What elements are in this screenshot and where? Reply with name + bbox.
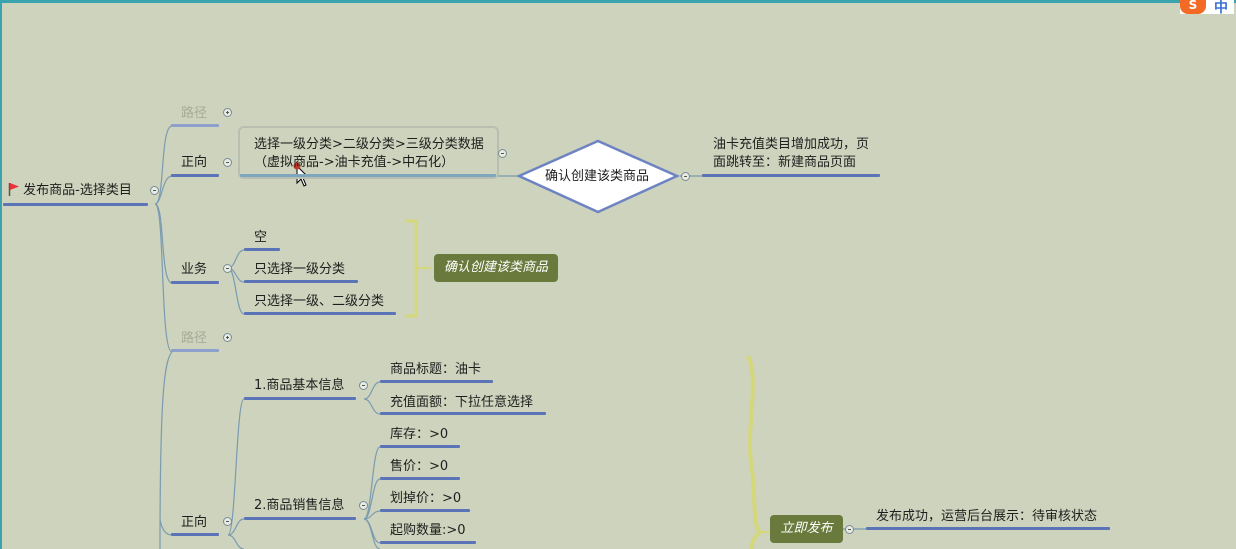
result-line-2[interactable]: 面跳转至：新建商品页面 bbox=[713, 155, 857, 170]
branch2-forward-collapse-toggle[interactable] bbox=[223, 517, 232, 526]
forward-step-line-1[interactable]: 选择一级分类>二级分类>三级分类数据 bbox=[254, 137, 484, 152]
group2-item-min-qty[interactable]: 起购数量:>0 bbox=[390, 523, 466, 538]
group1-item-underline bbox=[380, 412, 546, 415]
group1-collapse-toggle[interactable] bbox=[359, 381, 368, 390]
business-item-underline bbox=[244, 312, 396, 315]
flag-icon bbox=[8, 183, 19, 196]
branch2-forward-node[interactable]: 正向 bbox=[181, 515, 208, 530]
ime-indicator[interactable]: S 中 bbox=[1180, 0, 1234, 16]
group2-item-strike-price[interactable]: 划掉价：>0 bbox=[390, 491, 462, 506]
click-indicator-icon bbox=[293, 162, 301, 170]
publish-collapse-toggle[interactable] bbox=[845, 525, 854, 534]
branch1-path-node[interactable]: 路径 bbox=[181, 106, 208, 121]
root-node[interactable]: 发布商品-选择类目 bbox=[8, 183, 132, 199]
branch1-forward-node[interactable]: 正向 bbox=[181, 155, 208, 170]
group2-item-underline bbox=[380, 541, 476, 544]
group2-node[interactable]: 2.商品销售信息 bbox=[254, 498, 345, 513]
group1-item-amount[interactable]: 充值面额：下拉任意选择 bbox=[390, 395, 534, 410]
branch2-path-underline bbox=[171, 349, 219, 352]
branch1-path-expand-toggle[interactable] bbox=[223, 108, 232, 117]
group2-item-underline bbox=[380, 477, 460, 480]
business-summary-node[interactable]: 确认创建该类商品 bbox=[434, 254, 558, 282]
decision-collapse-toggle[interactable] bbox=[681, 172, 690, 181]
result-line-1[interactable]: 油卡充值类目增加成功，页 bbox=[713, 137, 870, 152]
publish-brace bbox=[746, 355, 764, 549]
root-label: 发布商品-选择类目 bbox=[23, 183, 132, 198]
branch2-path-expand-toggle[interactable] bbox=[223, 333, 232, 342]
branch1-forward-collapse-toggle[interactable] bbox=[223, 158, 232, 167]
sogou-icon: S bbox=[1180, 0, 1206, 14]
group1-underline bbox=[244, 397, 356, 400]
forward-step-collapse-toggle[interactable] bbox=[498, 149, 507, 158]
ime-mode-label: 中 bbox=[1214, 0, 1228, 16]
result-underline bbox=[702, 174, 880, 177]
business-item-underline bbox=[244, 280, 358, 283]
group2-collapse-toggle[interactable] bbox=[359, 501, 368, 510]
root-underline bbox=[3, 203, 148, 206]
window-left-border bbox=[0, 0, 2, 549]
business-underline bbox=[171, 281, 219, 284]
branch2-forward-underline bbox=[171, 533, 219, 536]
group2-item-underline bbox=[380, 445, 460, 448]
business-item-level1[interactable]: 只选择一级分类 bbox=[254, 262, 346, 277]
publish-result-node[interactable]: 发布成功，运营后台展示：待审核状态 bbox=[876, 509, 1098, 524]
group2-item-price[interactable]: 售价：>0 bbox=[390, 459, 449, 474]
forward-step-line-2[interactable]: （虚拟商品->油卡充值->中石化） bbox=[254, 155, 455, 170]
forward-step-underline bbox=[240, 174, 496, 177]
business-item-underline bbox=[244, 248, 280, 251]
group1-item-underline bbox=[380, 380, 493, 383]
publish-summary-node[interactable]: 立即发布 bbox=[770, 515, 843, 543]
root-collapse-toggle[interactable] bbox=[150, 186, 159, 195]
decision-diamond bbox=[515, 139, 681, 214]
group2-item-underline bbox=[380, 509, 470, 512]
branch1-forward-underline bbox=[171, 174, 219, 177]
business-node[interactable]: 业务 bbox=[181, 262, 208, 277]
group1-item-title[interactable]: 商品标题：油卡 bbox=[390, 362, 482, 377]
branch1-path-underline bbox=[171, 124, 219, 127]
business-brace bbox=[405, 219, 418, 318]
group1-node[interactable]: 1.商品基本信息 bbox=[254, 378, 345, 393]
business-item-empty[interactable]: 空 bbox=[254, 230, 268, 245]
publish-result-underline bbox=[866, 527, 1110, 530]
business-collapse-toggle[interactable] bbox=[223, 264, 232, 273]
branch2-path-node[interactable]: 路径 bbox=[181, 331, 208, 346]
group2-item-stock[interactable]: 库存：>0 bbox=[390, 427, 449, 442]
window-top-border bbox=[0, 0, 1236, 3]
business-item-level12[interactable]: 只选择一级、二级分类 bbox=[254, 294, 385, 309]
group2-underline bbox=[244, 517, 356, 520]
decision-node-label[interactable]: 确认创建该类商品 bbox=[545, 169, 650, 184]
